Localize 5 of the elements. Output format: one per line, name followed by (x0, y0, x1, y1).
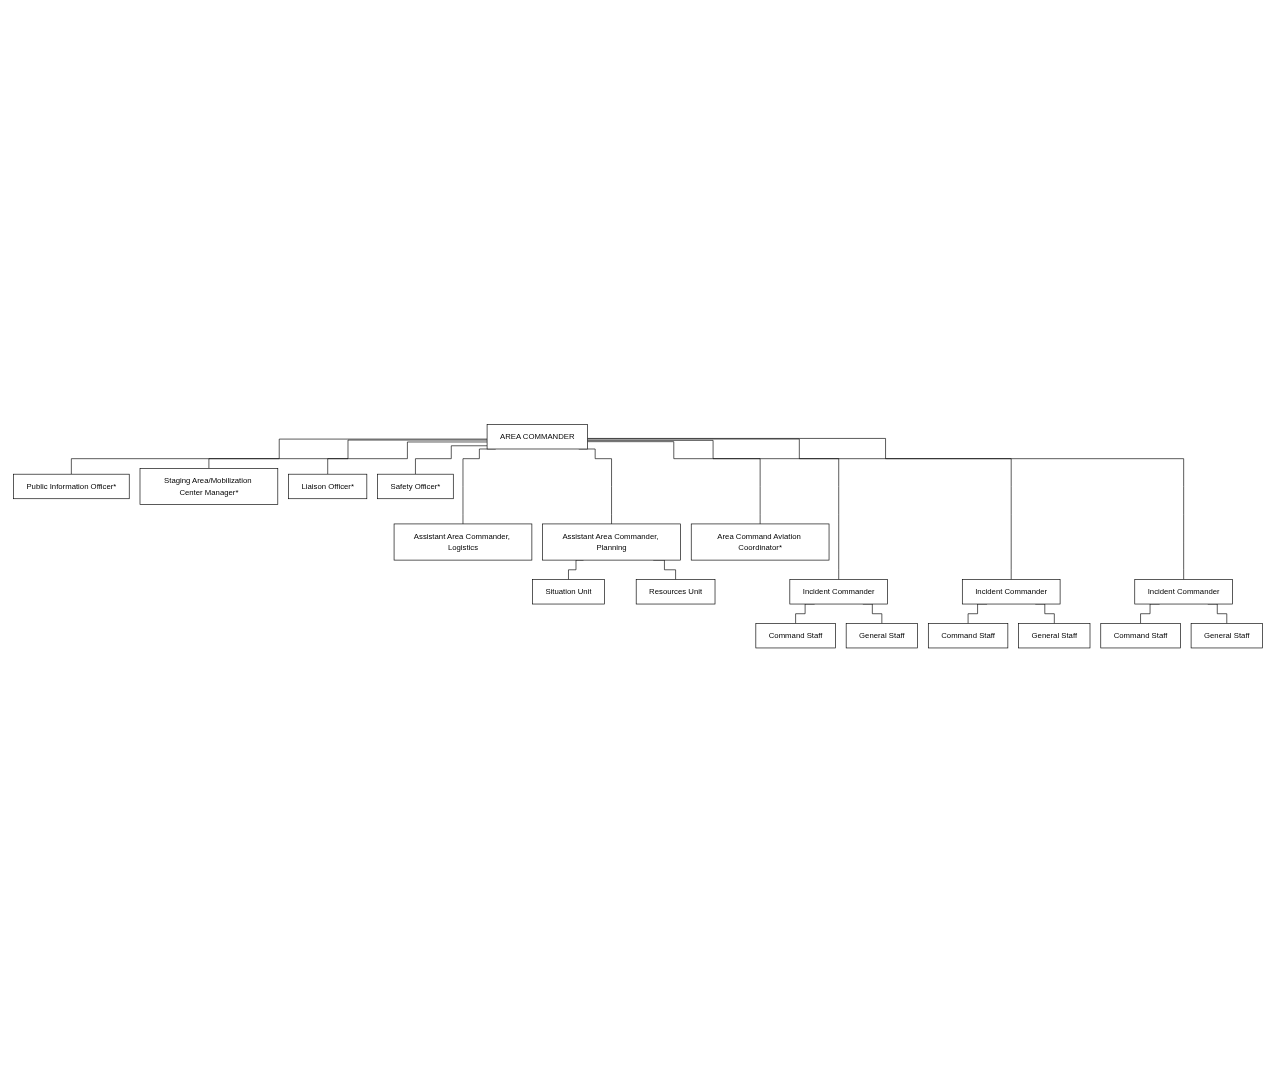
connector (587, 441, 761, 525)
connector (415, 445, 488, 475)
connector (208, 440, 488, 469)
connector (71, 439, 488, 475)
connector (327, 441, 488, 475)
